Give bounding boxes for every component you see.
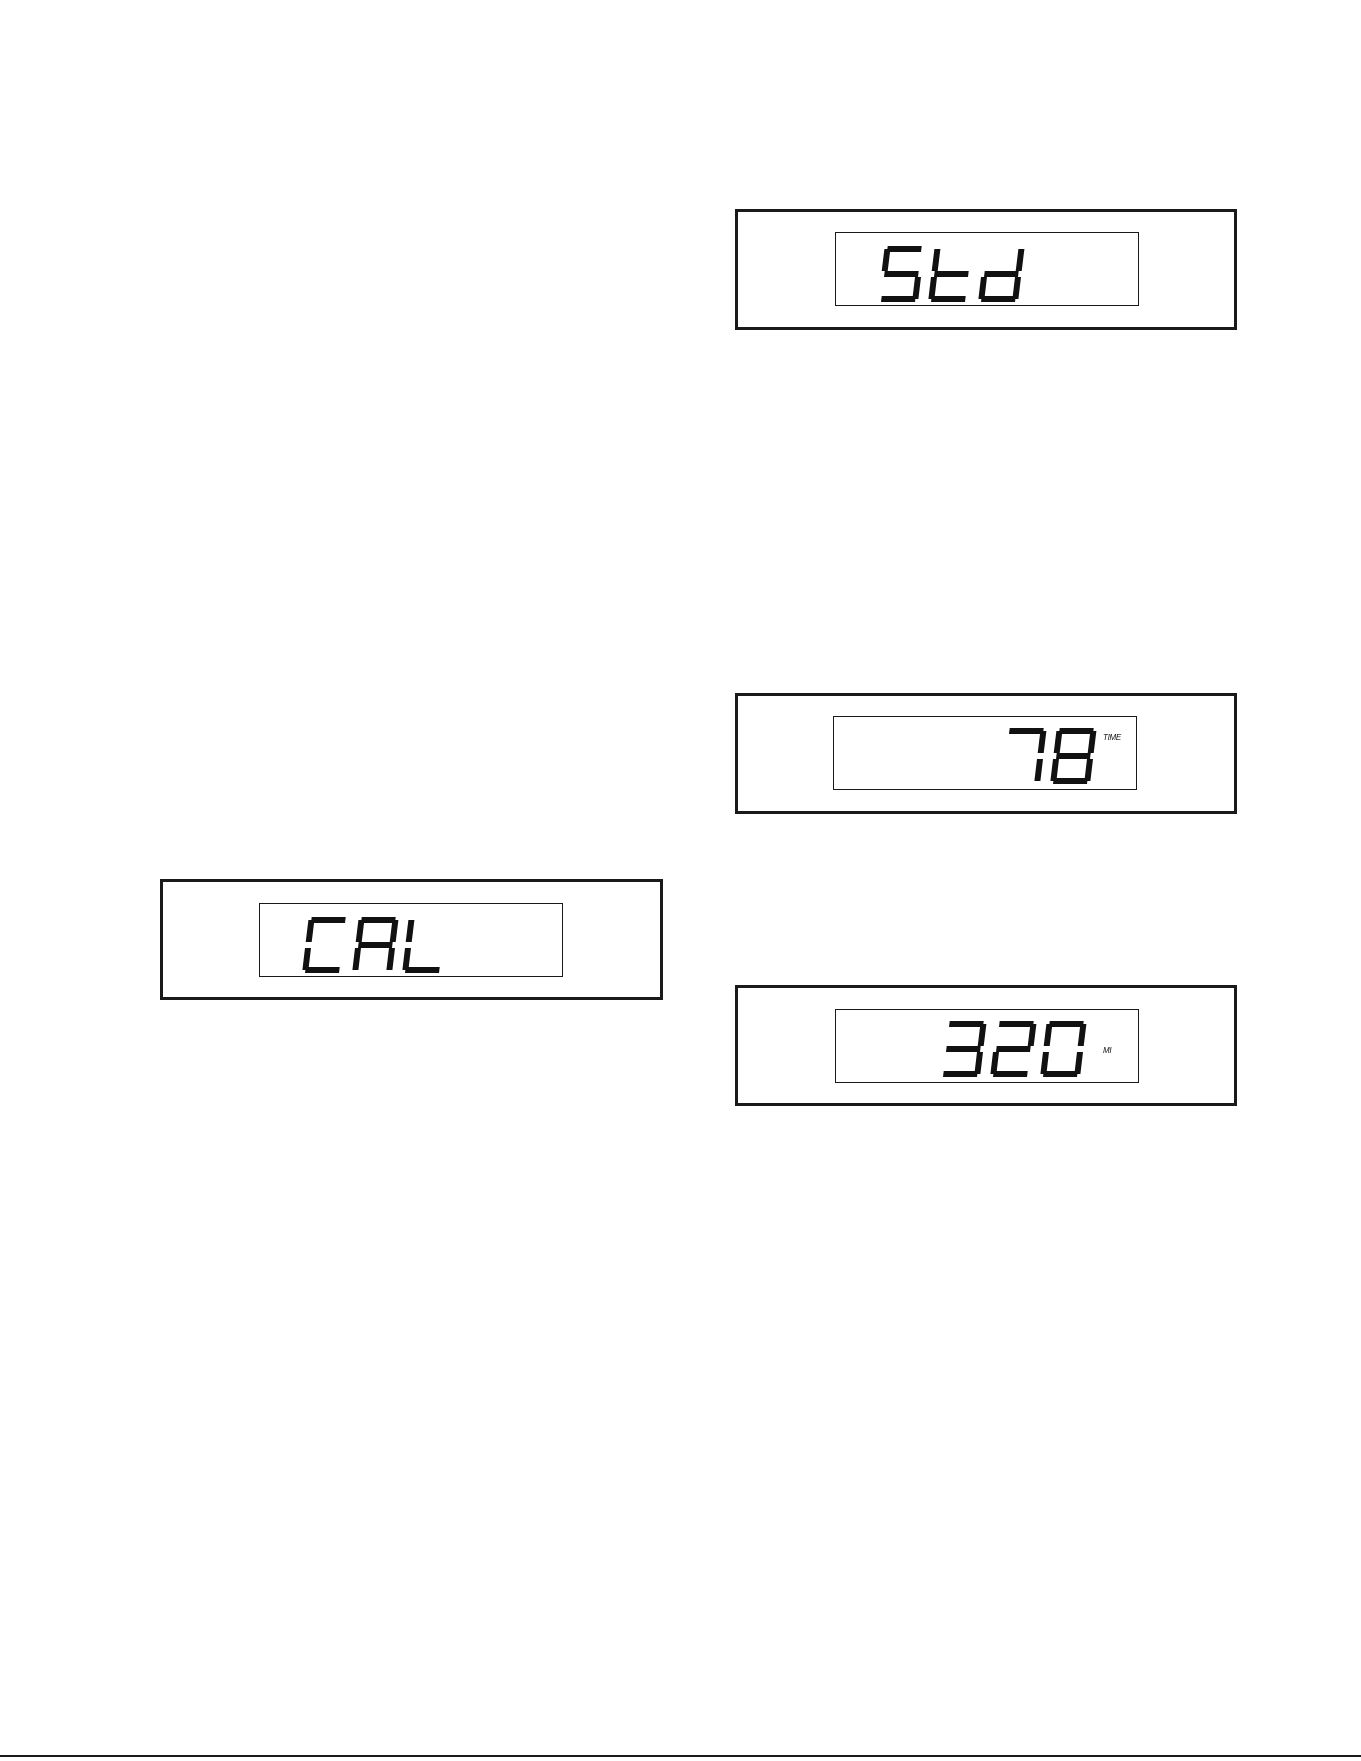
lcd-segment-c bbox=[1074, 1052, 1083, 1074]
lcd-segment-a bbox=[999, 1021, 1034, 1027]
lcd-segment-b bbox=[978, 1024, 987, 1046]
lcd-segment-e bbox=[990, 1052, 999, 1074]
lcd-segment-g bbox=[884, 271, 919, 277]
lcd-segment-g bbox=[946, 1046, 981, 1052]
lcd-segment-f bbox=[356, 920, 365, 942]
lcd-segment-d bbox=[305, 967, 340, 973]
lcd-segment-a bbox=[887, 246, 922, 252]
lcd-segment-b bbox=[1088, 731, 1097, 753]
lcd-char bbox=[352, 917, 398, 970]
lcd-char bbox=[928, 249, 968, 302]
lcd-char bbox=[990, 1021, 1036, 1077]
lcd-segment-d bbox=[943, 1071, 978, 1077]
lcd-segment-b bbox=[1078, 1024, 1087, 1046]
lcd-readout-std bbox=[836, 233, 1138, 305]
lcd-char bbox=[1040, 1021, 1086, 1077]
lcd-char bbox=[881, 246, 922, 302]
lcd-segment-d bbox=[993, 1071, 1028, 1077]
lcd-segment-f bbox=[882, 249, 891, 271]
lcd-readout-time bbox=[834, 717, 1136, 789]
lcd-segment-c bbox=[386, 948, 395, 970]
lcd-segment-c bbox=[912, 277, 921, 299]
lcd-segment-g bbox=[934, 271, 969, 277]
lcd-segment-e bbox=[1040, 1052, 1049, 1074]
lcd-segment-c bbox=[1084, 759, 1093, 781]
lcd-screen-time: TIME bbox=[833, 716, 1137, 790]
lcd-segment-d bbox=[881, 296, 916, 302]
lcd-segment-e bbox=[978, 277, 987, 299]
lcd-segment-e bbox=[1050, 759, 1059, 781]
lcd-segment-e bbox=[402, 948, 411, 970]
lcd-segment-f bbox=[932, 249, 941, 271]
lcd-segment-g bbox=[1056, 753, 1091, 759]
lcd-segment-g bbox=[358, 942, 393, 948]
lcd-segment-c bbox=[1034, 759, 1043, 781]
lcd-segment-f bbox=[306, 920, 315, 942]
lcd-segment-d bbox=[1043, 1071, 1078, 1077]
lcd-segment-d bbox=[981, 296, 1016, 302]
display-panel-cal bbox=[160, 879, 663, 1000]
lcd-segment-d bbox=[931, 296, 966, 302]
lcd-segment-f bbox=[1044, 1024, 1053, 1046]
lcd-char bbox=[943, 1021, 986, 1077]
lcd-segment-g bbox=[996, 1046, 1031, 1052]
unit-label-mi: MI bbox=[1103, 1046, 1111, 1055]
lcd-segment-e bbox=[352, 948, 361, 970]
lcd-char bbox=[402, 920, 439, 973]
lcd-segment-g bbox=[984, 271, 1019, 277]
lcd-readout-mi bbox=[836, 1010, 1138, 1082]
lcd-segment-f bbox=[406, 920, 415, 942]
lcd-segment-b bbox=[1028, 1024, 1037, 1046]
lcd-segment-b bbox=[390, 920, 399, 942]
lcd-screen-cal bbox=[259, 903, 563, 977]
lcd-segment-b bbox=[1016, 249, 1025, 271]
lcd-segment-a bbox=[1059, 728, 1094, 734]
lcd-segment-c bbox=[1012, 277, 1021, 299]
unit-label-time: TIME bbox=[1103, 733, 1121, 742]
display-panel-mi: MI bbox=[735, 985, 1237, 1106]
lcd-segment-d bbox=[405, 967, 440, 973]
lcd-segment-a bbox=[1009, 728, 1044, 734]
lcd-segment-f bbox=[1054, 731, 1063, 753]
lcd-segment-e bbox=[928, 277, 937, 299]
lcd-screen-mi: MI bbox=[835, 1009, 1139, 1083]
display-panel-std bbox=[735, 209, 1237, 330]
lcd-char bbox=[978, 249, 1024, 302]
lcd-segment-a bbox=[361, 917, 396, 923]
lcd-segment-d bbox=[1053, 778, 1088, 784]
footer-rule bbox=[0, 1755, 1361, 1757]
display-panel-time: TIME bbox=[735, 693, 1237, 814]
lcd-char bbox=[1009, 728, 1046, 781]
lcd-char bbox=[302, 917, 345, 973]
lcd-readout-cal bbox=[260, 904, 562, 976]
lcd-segment-b bbox=[1038, 731, 1047, 753]
lcd-segment-c bbox=[974, 1052, 983, 1074]
lcd-segment-a bbox=[1049, 1021, 1084, 1027]
lcd-segment-a bbox=[311, 917, 346, 923]
lcd-char bbox=[1050, 728, 1096, 784]
lcd-segment-e bbox=[302, 948, 311, 970]
lcd-screen-std bbox=[835, 232, 1139, 306]
lcd-segment-a bbox=[949, 1021, 984, 1027]
